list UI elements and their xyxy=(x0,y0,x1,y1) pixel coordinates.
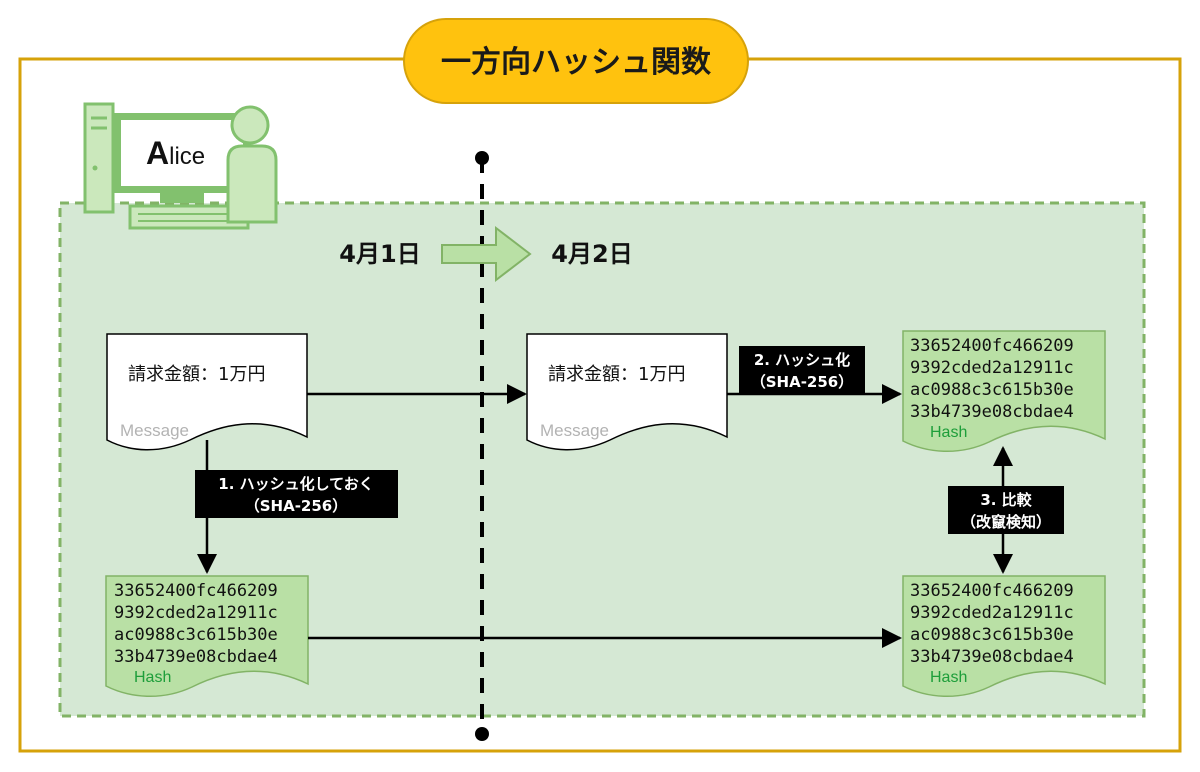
hash-document-recomputed: 33652400fc466209 9392cded2a12911c ac0988… xyxy=(902,330,1106,452)
message-document-day2: 請求金額：1万円 Message xyxy=(526,333,728,451)
hash-document-day1: 33652400fc466209 9392cded2a12911c ac0988… xyxy=(105,575,309,697)
step1-line1: 1. ハッシュ化しておく xyxy=(218,475,373,493)
message-text: 請求金額：1万円 xyxy=(548,364,685,385)
step3-line1: 3. 比較 xyxy=(980,491,1032,509)
timeline-start-dot xyxy=(475,151,489,165)
timeline-end-dot xyxy=(475,727,489,741)
hash-line: 9392cded2a12911c xyxy=(910,358,1074,378)
step2-label: 2. ハッシュ化 （SHA-256） xyxy=(739,346,865,394)
step2-line2: （SHA-256） xyxy=(751,373,854,391)
hash-line: 9392cded2a12911c xyxy=(910,603,1074,623)
hash-line: ac0988c3c615b30e xyxy=(910,380,1074,400)
hash-label: Hash xyxy=(134,669,171,686)
title-badge: 一方向ハッシュ関数 xyxy=(403,18,749,104)
date-day2: 4月2日 xyxy=(551,240,632,268)
time-arrow-icon xyxy=(441,225,532,283)
message-label: Message xyxy=(540,421,609,440)
hash-line: 33b4739e08cbdae4 xyxy=(910,647,1074,667)
hash-line: ac0988c3c615b30e xyxy=(910,625,1074,645)
date-day1: 4月1日 xyxy=(339,240,420,268)
step3-label: 3. 比較 （改竄検知） xyxy=(948,486,1064,534)
hash-label: Hash xyxy=(930,424,967,441)
computer-user-icon: Alice xyxy=(83,102,278,230)
hash-line: 33b4739e08cbdae4 xyxy=(114,647,278,667)
diagram-title: 一方向ハッシュ関数 xyxy=(441,45,712,80)
hash-line: 33b4739e08cbdae4 xyxy=(910,402,1074,422)
hash-document-stored: 33652400fc466209 9392cded2a12911c ac0988… xyxy=(902,575,1106,697)
step2-line1: 2. ハッシュ化 xyxy=(754,351,850,369)
hash-line: ac0988c3c615b30e xyxy=(114,625,278,645)
hash-line: 9392cded2a12911c xyxy=(114,603,278,623)
step1-line2: （SHA-256） xyxy=(245,497,348,515)
hash-line: 33652400fc466209 xyxy=(114,581,278,601)
step1-label: 1. ハッシュ化しておく （SHA-256） xyxy=(195,470,398,518)
actor-name: Alice xyxy=(146,135,205,171)
hash-label: Hash xyxy=(930,669,967,686)
message-label: Message xyxy=(120,421,189,440)
message-document-day1: 請求金額：1万円 Message xyxy=(106,333,308,451)
message-text: 請求金額：1万円 xyxy=(128,364,265,385)
hash-line: 33652400fc466209 xyxy=(910,581,1074,601)
step3-line2: （改竄検知） xyxy=(961,513,1051,531)
hash-line: 33652400fc466209 xyxy=(910,336,1074,356)
